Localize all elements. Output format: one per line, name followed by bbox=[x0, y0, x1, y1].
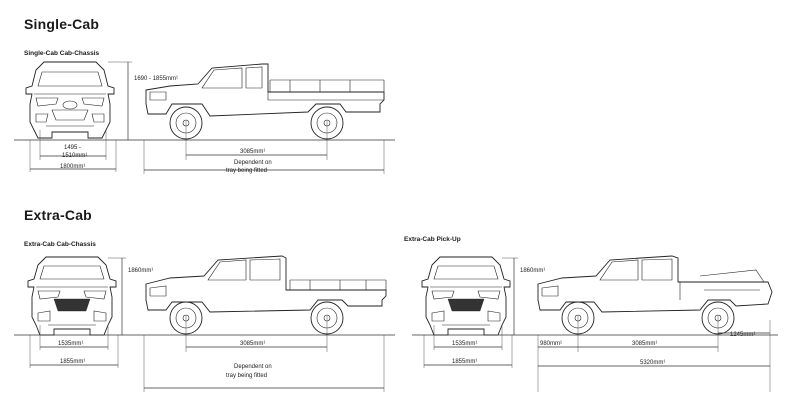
single-cab-width-label: 1800mm¹ bbox=[60, 164, 85, 170]
extra-cab-chassis-wheelbase-label: 3085mm¹ bbox=[240, 341, 265, 347]
extra-cab-pickup-height-label: 1860mm¹ bbox=[520, 268, 545, 274]
section-title-extra-cab: Extra-Cab bbox=[24, 207, 92, 223]
single-cab-side-view bbox=[145, 63, 385, 140]
extra-cab-chassis-width-label: 1855mm¹ bbox=[60, 359, 85, 365]
extra-cab-pickup-length-label: 5320mm¹ bbox=[640, 360, 665, 366]
extra-cab-chassis-side-view bbox=[145, 255, 387, 335]
extra-cab-chassis-height-label: 1860mm¹ bbox=[128, 268, 153, 274]
single-cab-track-label-1: 1495 - bbox=[64, 145, 81, 151]
extra-cab-pickup-rear-overhang-label: 1245mm¹ bbox=[730, 332, 755, 338]
single-cab-wheelbase-label: 3085mm¹ bbox=[240, 149, 265, 155]
single-cab-height-label: 1690 - 1855mm¹ bbox=[134, 76, 178, 82]
extra-cab-pickup-track-label: 1535mm¹ bbox=[452, 341, 477, 347]
extra-cab-pickup-wheelbase-label: 3085mm¹ bbox=[632, 341, 657, 347]
subtitle-extra-cab-pick-up: Extra-Cab Pick-Up bbox=[404, 236, 461, 243]
extra-cab-pickup-front-view bbox=[421, 256, 511, 336]
extra-cab-chassis-front-view bbox=[27, 256, 117, 336]
single-cab-length-label-2: tray being fitted bbox=[226, 168, 267, 174]
single-cab-length-label-1: Dependent on bbox=[234, 160, 272, 166]
extra-cab-chassis-track-label: 1535mm¹ bbox=[58, 341, 83, 347]
extra-cab-pickup-front-overhang-label: 980mm¹ bbox=[540, 341, 562, 347]
single-cab-track-label-2: 1510mm¹ bbox=[62, 153, 87, 159]
section-title-single-cab: Single-Cab bbox=[24, 16, 100, 32]
single-cab-front-view bbox=[25, 61, 115, 139]
extra-cab-chassis-length-label-1: Dependent on bbox=[234, 364, 272, 370]
extra-cab-pickup-width-label: 1855mm¹ bbox=[452, 359, 477, 365]
extra-cab-chassis-length-label-2: tray being fitted bbox=[226, 373, 267, 379]
extra-cab-pickup-side-view bbox=[537, 255, 773, 335]
subtitle-extra-cab-cab-chassis: Extra-Cab Cab-Chassis bbox=[24, 241, 96, 248]
subtitle-single-cab-cab-chassis: Single-Cab Cab-Chassis bbox=[24, 50, 100, 57]
